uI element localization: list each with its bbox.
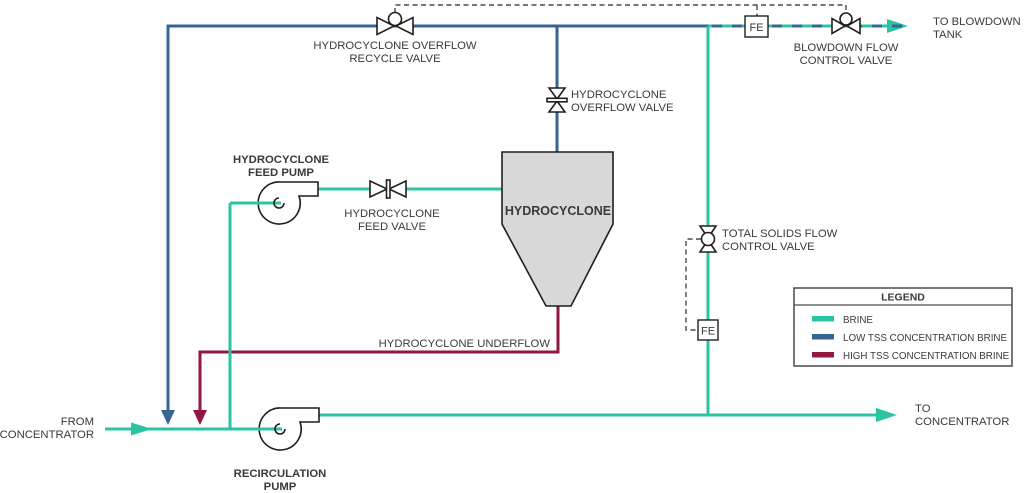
total-solids-valve-label: TOTAL SOLIDS FLOW (722, 228, 838, 240)
flow-element-top: FE (744, 15, 769, 38)
legend-item-label: LOW TSS CONCENTRATION BRINE (843, 333, 1007, 344)
blowdown-flow-control-valve-symbol (831, 12, 861, 35)
valve-body-right (845, 17, 861, 35)
recycle-to-blowdown-signal-line (394, 4, 847, 13)
recirculation-pump-impeller-curl (274, 423, 286, 435)
recirculation-pump-label: RECIRCULATION (234, 468, 327, 480)
feed-valve-label: HYDROCYCLONE (344, 208, 440, 220)
inlet-flow-arrow-icon (131, 422, 152, 436)
total-solids-flow-control-valve-symbol (698, 225, 718, 253)
valve-gate-bar (546, 97, 568, 103)
high-tss-lines (193, 306, 560, 425)
recirculation-pump-label: PUMP (264, 481, 297, 493)
to-concentrator-label: CONCENTRATOR (915, 416, 1009, 428)
recirculation-pump-symbol (252, 407, 320, 451)
hydrocyclone-overflow-recycle-valve-symbol (376, 11, 414, 36)
flow-element-bottom: FE (697, 319, 719, 341)
hydrocyclone-underflow-line (198, 306, 560, 410)
legend-title: LEGEND (881, 292, 925, 304)
diagram-labels: HYDROCYCLONE OVERFLOW RECYCLE VALVE BLOW… (0, 16, 1021, 493)
overflow-valve-label: HYDROCYCLONE (571, 89, 667, 101)
hydrocyclone-overflow-valve-symbol (546, 87, 568, 113)
hydrocyclone-vessel: HYDROCYCLONE (501, 151, 614, 307)
legend-item-label: BRINE (843, 315, 873, 326)
hydrocyclone-feed-pump-symbol (230, 181, 319, 225)
to-blowdown-tank-label: TO BLOWDOWN (933, 16, 1021, 28)
recycle-valve-label: RECYCLE VALVE (349, 53, 441, 65)
to-concentrator-label: TO (915, 403, 931, 415)
flow-element-box (744, 15, 769, 38)
low-tss-lines (161, 24, 708, 425)
brine-lines (105, 19, 911, 436)
valve-body-left (376, 16, 396, 36)
blowdown-valve-label: BLOWDOWN FLOW (794, 42, 899, 54)
flow-element-tag: FE (749, 22, 763, 34)
from-concentrator-label: FROM (61, 416, 94, 428)
feed-pump-impeller-curl (273, 197, 285, 209)
legend-swatch-high-tss (812, 352, 834, 358)
valve-body-left (831, 17, 847, 35)
legend-swatch-low-tss (812, 334, 834, 340)
blowdown-valve-label: CONTROL VALVE (800, 55, 893, 67)
feed-valve-label: FEED VALVE (358, 221, 426, 233)
valve-gate-bar (385, 179, 391, 199)
signal-lines (394, 4, 847, 331)
underflow-arrow-icon (193, 410, 207, 425)
legend: LEGEND BRINE LOW TSS CONCENTRATION BRINE… (793, 287, 1013, 367)
feed-pump-label: HYDROCYCLONE (233, 154, 329, 166)
hydrocyclone-vessel-label: HYDROCYCLONE (505, 204, 611, 218)
flow-element-tag: FE (701, 326, 715, 338)
valve-body-right (394, 16, 414, 36)
valve-body-right (387, 179, 407, 199)
flow-element-box (697, 319, 719, 341)
overflow-valve-label: OVERFLOW VALVE (571, 102, 674, 114)
valve-actuator-icon (700, 231, 716, 247)
recycle-valve-label: HYDROCYCLONE OVERFLOW (313, 40, 477, 52)
outlet-flow-arrow-icon (876, 408, 897, 422)
valve-actuator-icon (387, 11, 403, 27)
valve-body-bottom (547, 99, 567, 113)
recycle-arrow-icon (161, 410, 175, 425)
total-solids-valve-label: CONTROL VALVE (722, 241, 815, 253)
overflow-recycle-line (166, 24, 708, 410)
hydrocyclone-feed-valve-symbol (369, 179, 407, 199)
legend-item-label: HIGH TSS CONCENTRATION BRINE (843, 351, 1010, 362)
valve-body-top (547, 87, 567, 101)
hydrocyclone-vessel-shape (501, 151, 614, 307)
feed-pump-label: FEED PUMP (248, 167, 314, 179)
recirculation-pump-volute (258, 407, 320, 451)
valve-actuator-icon (839, 12, 853, 26)
from-concentrator-label: CONCENTRATOR (0, 429, 94, 441)
underflow-line-label: HYDROCYCLONE UNDERFLOW (379, 338, 551, 350)
feed-pump-volute (257, 181, 319, 225)
to-blowdown-tank-label: TANK (933, 29, 963, 41)
total-solids-signal-line (685, 238, 701, 331)
legend-swatch-brine (812, 316, 834, 322)
valve-body-left (369, 179, 389, 199)
